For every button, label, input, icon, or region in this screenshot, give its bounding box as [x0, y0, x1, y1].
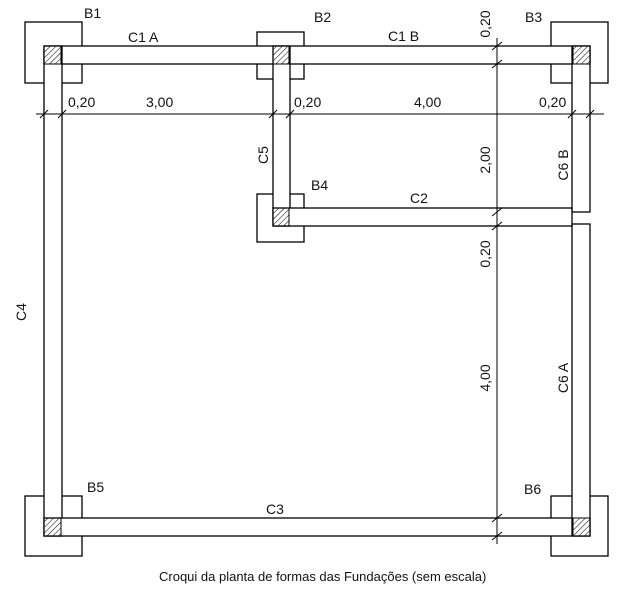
dim-h-400: 4,00 [414, 94, 441, 110]
beam-c5 [272, 45, 291, 227]
label-c6b: C6 B [555, 149, 571, 180]
pillar-b6 [572, 517, 591, 537]
pillar-b2 [272, 45, 290, 65]
label-b2: B2 [314, 9, 331, 25]
dim-h-020-left: 0,20 [68, 94, 95, 110]
dim-v-020-mid: 0,20 [477, 240, 493, 267]
pillar-b4 [272, 207, 290, 227]
label-b6: B6 [524, 481, 541, 497]
label-b3: B3 [525, 9, 542, 25]
label-c1a: C1 A [128, 29, 159, 45]
beam-c6b [571, 45, 591, 213]
dim-v-020-top: 0,20 [477, 10, 493, 37]
label-b1: B1 [84, 5, 101, 21]
label-c1b: C1 B [388, 28, 419, 44]
vertical-dimension-ticks [491, 41, 503, 541]
beam-c2 [272, 207, 573, 227]
dim-v-200: 2,00 [477, 146, 493, 173]
pillar-b5 [43, 517, 62, 537]
label-c5: C5 [255, 146, 271, 164]
dim-h-020-mid: 0,20 [294, 94, 321, 110]
beam-c4 [43, 45, 63, 537]
label-c3: C3 [266, 501, 284, 517]
label-c2: C2 [410, 190, 428, 206]
label-b4: B4 [311, 177, 328, 193]
label-c4: C4 [13, 303, 29, 321]
horizontal-dimension-ticks [39, 109, 595, 119]
beam-c3 [43, 517, 591, 537]
diagram-caption: Croqui da planta de formas das Fundações… [159, 569, 486, 584]
dim-h-020-right: 0,20 [539, 94, 566, 110]
label-b5: B5 [87, 479, 104, 495]
beam-c6a [571, 223, 591, 537]
pillar-b1 [43, 45, 62, 65]
beam-c1 [43, 45, 591, 65]
pillar-b3 [572, 45, 591, 65]
dim-v-400: 4,00 [477, 364, 493, 391]
label-c6a: C6 A [555, 362, 571, 393]
dim-h-300: 3,00 [146, 94, 173, 110]
